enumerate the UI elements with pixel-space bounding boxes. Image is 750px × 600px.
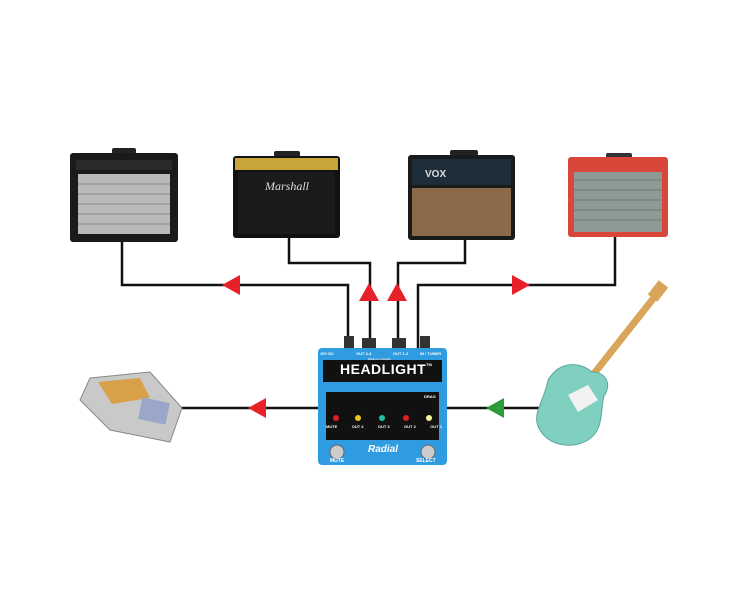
jack-label: 15V DC (320, 351, 335, 356)
channel-label: MUTE (326, 424, 338, 429)
amp-red (568, 153, 668, 237)
amp-vox: VOX (408, 150, 515, 240)
jack-label: OUT 3-4 (356, 351, 372, 356)
pedal-name: HEADLIGHT (340, 361, 427, 377)
arrow-up-icon (387, 283, 407, 301)
tuner-pedal (79, 371, 183, 443)
jack-label: OUT 1-2 (393, 351, 409, 356)
footswitch-label: MUTE (330, 458, 345, 464)
channel-label: OUT 3 (377, 424, 390, 429)
channel-label: OUT 1 (430, 424, 442, 429)
pedal-labels: 15V DC OUT 3-4 OUT 1-2 IN / TUNER Made i… (318, 348, 447, 465)
arrow-left-icon (248, 398, 266, 418)
footswitch-label: SELECT (416, 458, 436, 464)
brand-logo: Radial (368, 444, 399, 455)
channel-label: OUT 4 (351, 424, 364, 429)
cable-amp1 (120, 240, 350, 348)
electric-guitar (536, 280, 669, 446)
tm-mark: TM (426, 362, 432, 367)
drag-label: DRAG (424, 394, 436, 399)
arrow-up-icon (359, 283, 379, 301)
amp-fender (70, 148, 178, 242)
arrow-right-icon (512, 275, 530, 295)
channel-label: OUT 2 (404, 424, 416, 429)
svg-text:Marshall: Marshall (264, 179, 310, 193)
made-label: Made in Canada (368, 357, 391, 361)
arrow-left-icon (486, 398, 504, 418)
svg-text:VOX: VOX (425, 169, 446, 180)
jack-label: IN / TUNER (420, 351, 442, 356)
headlight-pedal (318, 336, 447, 465)
cable-amp3 (396, 238, 467, 348)
amp-marshall: Marshall (233, 151, 340, 238)
arrow-left-icon (222, 275, 240, 295)
cable-amp2 (287, 238, 372, 348)
